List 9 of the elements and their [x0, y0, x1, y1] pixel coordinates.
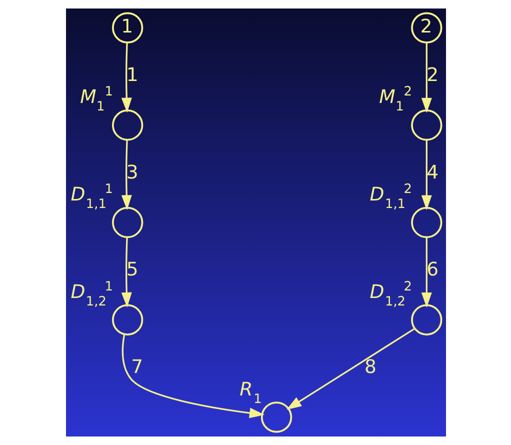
edge-label: 2	[426, 64, 438, 86]
edge-label: 3	[126, 162, 138, 184]
edge-label: 6	[426, 260, 438, 281]
edge-label: 4	[426, 162, 438, 184]
edge-label: 5	[126, 260, 138, 281]
edge-label: 1	[126, 64, 138, 86]
edge-label: 8	[364, 356, 376, 378]
node-label: R$_{1}$	[239, 379, 262, 407]
edge-label: 7	[130, 356, 143, 378]
